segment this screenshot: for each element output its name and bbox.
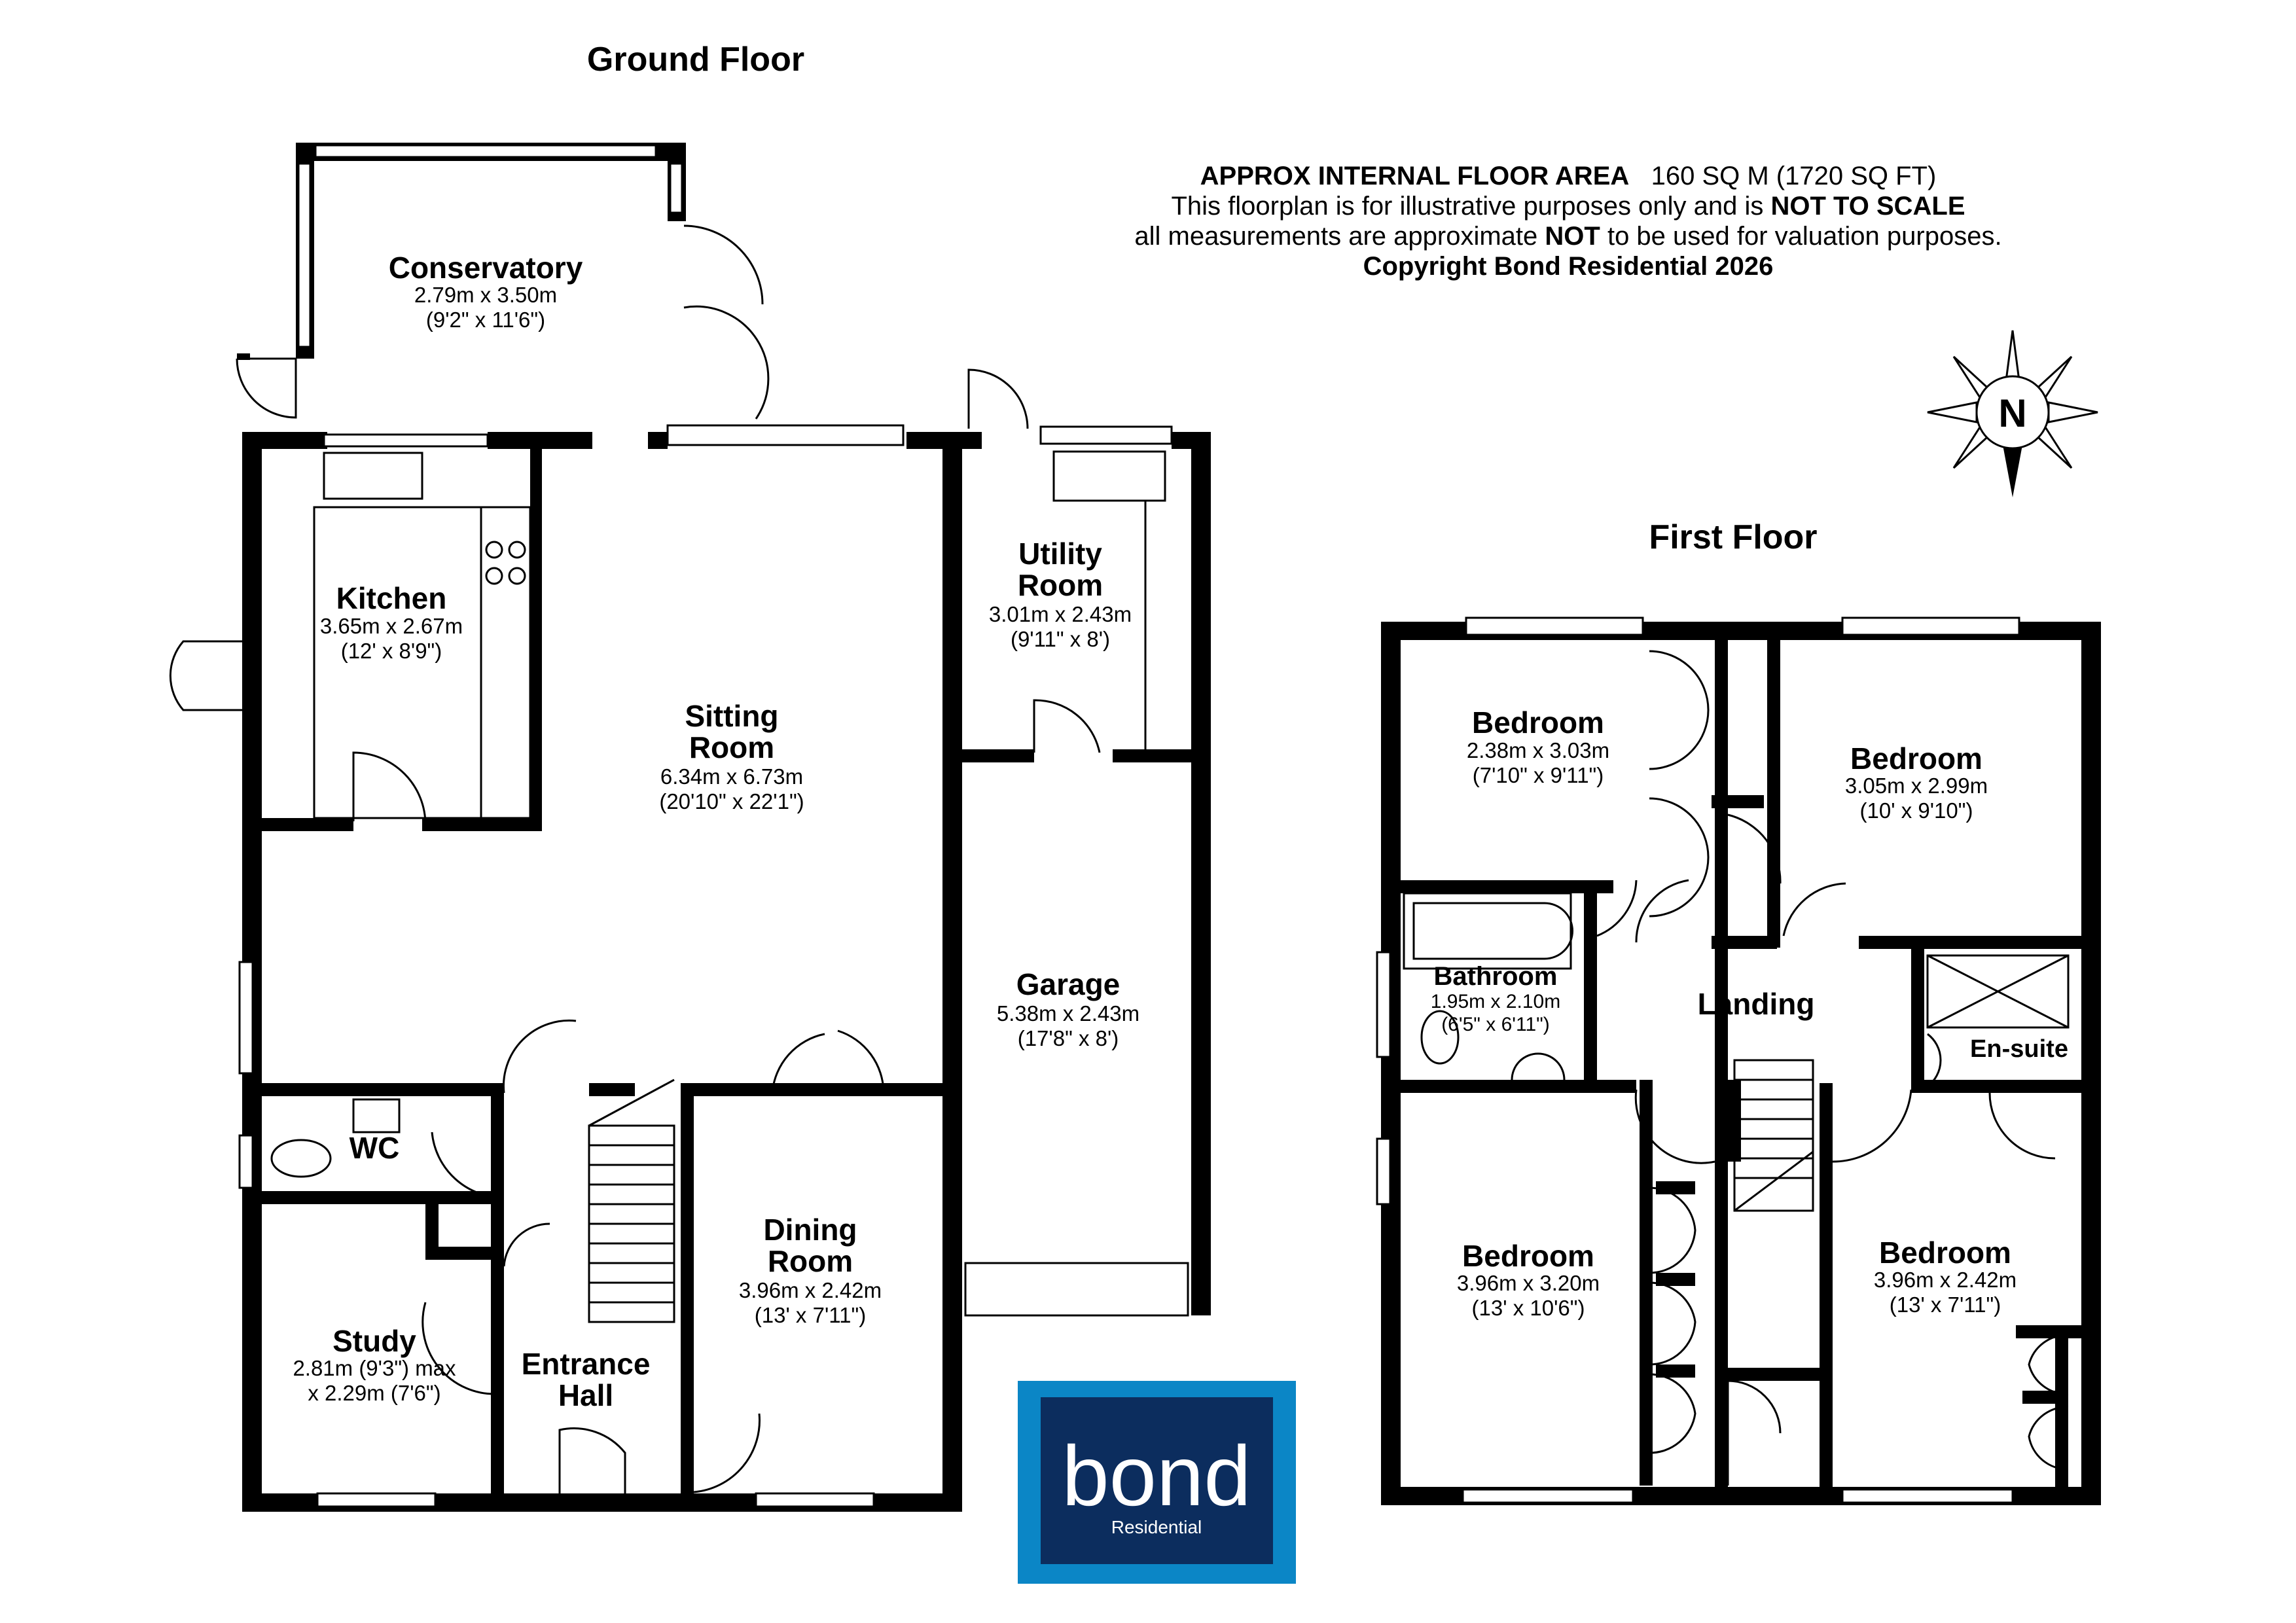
conservatory-walls xyxy=(236,143,770,419)
utility-room-name-2: Room xyxy=(1018,568,1103,602)
copyright-line: Copyright Bond Residential 2026 xyxy=(979,251,2157,281)
bathroom-name: Bathroom xyxy=(1434,962,1558,991)
study-metric: 2.81m (9'3") max xyxy=(293,1356,456,1380)
ground-floor-plan xyxy=(169,143,1211,1512)
sitting-room-metric: 6.34m x 6.73m xyxy=(660,764,803,789)
dining-room-name-2: Room xyxy=(768,1244,853,1278)
kitchen-name: Kitchen xyxy=(336,581,447,615)
garage-imperial: (17'8" x 8') xyxy=(1018,1026,1119,1050)
bedroom-2-name: Bedroom xyxy=(1850,741,1982,776)
dining-room-imperial: (13' x 7'11") xyxy=(755,1303,866,1327)
bedroom-1-metric: 2.38m x 3.03m xyxy=(1467,738,1609,762)
ensuite-name: En-suite xyxy=(1970,1035,2068,1063)
dining-room-metric: 3.96m x 2.42m xyxy=(739,1278,882,1302)
ground-floor-title: Ground Floor xyxy=(587,41,804,79)
utility-room-imperial: (9'11" x 8') xyxy=(1011,627,1110,651)
bathroom-metric: 1.95m x 2.10m xyxy=(1431,991,1560,1012)
first-floor-plan xyxy=(1376,616,2101,1505)
garage-name: Garage xyxy=(1016,967,1121,1001)
utility-room-metric: 3.01m x 2.43m xyxy=(989,602,1132,626)
bond-logo: bond Residential xyxy=(1018,1381,1296,1584)
bedroom-3-imperial: (13' x 10'6") xyxy=(1472,1296,1585,1320)
bedroom-4-metric: 3.96m x 2.42m xyxy=(1874,1268,2017,1292)
garage-utility-walls xyxy=(942,368,1211,1512)
sitting-room-imperial: (20'10" x 22'1") xyxy=(659,789,804,813)
entrance-hall-name-1: Entrance xyxy=(522,1347,651,1381)
study-name: Study xyxy=(332,1324,416,1358)
bedroom-3-metric: 3.96m x 3.20m xyxy=(1457,1271,1600,1295)
study-imperial: x 2.29m (7'6") xyxy=(308,1381,440,1405)
dining-room-name-1: Dining xyxy=(763,1213,857,1247)
bathroom-imperial: (6'5" x 6'11") xyxy=(1441,1014,1550,1035)
utility-room-name-1: Utility xyxy=(1018,537,1102,571)
conservatory-metric: 2.79m x 3.50m xyxy=(414,283,557,307)
landing-name: Landing xyxy=(1698,987,1815,1021)
disclaimer-text: This floorplan is for illustrative purpo… xyxy=(1171,192,1764,221)
sitting-room-name-2: Room xyxy=(689,730,774,764)
kitchen-imperial: (12' x 8'9") xyxy=(341,639,442,663)
bedroom-4-name: Bedroom xyxy=(1879,1236,2011,1270)
sitting-room-name-1: Sitting xyxy=(685,699,778,733)
conservatory-imperial: (9'2" x 11'6") xyxy=(426,308,545,332)
measurement-text-post: to be used for valuation purposes. xyxy=(1607,222,2002,251)
measurement-not-text: NOT xyxy=(1545,222,1600,251)
disclaimer-line: This floorplan is for illustrative purpo… xyxy=(979,191,2157,221)
wc-name: WC xyxy=(350,1131,400,1165)
measurement-line: all measurements are approximate NOT to … xyxy=(979,221,2157,251)
not-to-scale-text: NOT TO SCALE xyxy=(1770,192,1965,221)
garage-metric: 5.38m x 2.43m xyxy=(997,1001,1139,1026)
logo-wordmark: bond xyxy=(1062,1428,1251,1524)
floor-area-value: 160 SQ M (1720 SQ FT) xyxy=(1651,162,1937,190)
bedroom-2-metric: 3.05m x 2.99m xyxy=(1845,774,1988,798)
kitchen-metric: 3.65m x 2.67m xyxy=(320,614,463,638)
bedroom-1-name: Bedroom xyxy=(1472,705,1604,740)
compass-north-label: N xyxy=(1998,391,2026,435)
conservatory-name: Conservatory xyxy=(389,251,583,285)
logo-subtitle: Residential xyxy=(1111,1517,1202,1537)
compass-rose: N xyxy=(1927,330,2098,497)
measurement-text-pre: all measurements are approximate xyxy=(1134,222,1538,251)
entrance-hall-name-2: Hall xyxy=(558,1378,613,1412)
first-floor-title: First Floor xyxy=(1649,518,1817,556)
bedroom-4-imperial: (13' x 7'11") xyxy=(1890,1293,2001,1317)
bedroom-1-imperial: (7'10" x 9'11") xyxy=(1473,763,1604,787)
floor-area-line: APPROX INTERNAL FLOOR AREA 160 SQ M (172… xyxy=(979,161,2157,191)
floor-area-label: APPROX INTERNAL FLOOR AREA xyxy=(1200,162,1630,190)
bedroom-3-name: Bedroom xyxy=(1462,1239,1594,1273)
copyright-text: Copyright Bond Residential 2026 xyxy=(1363,252,1774,281)
bedroom-2-imperial: (10' x 9'10") xyxy=(1860,798,1973,823)
